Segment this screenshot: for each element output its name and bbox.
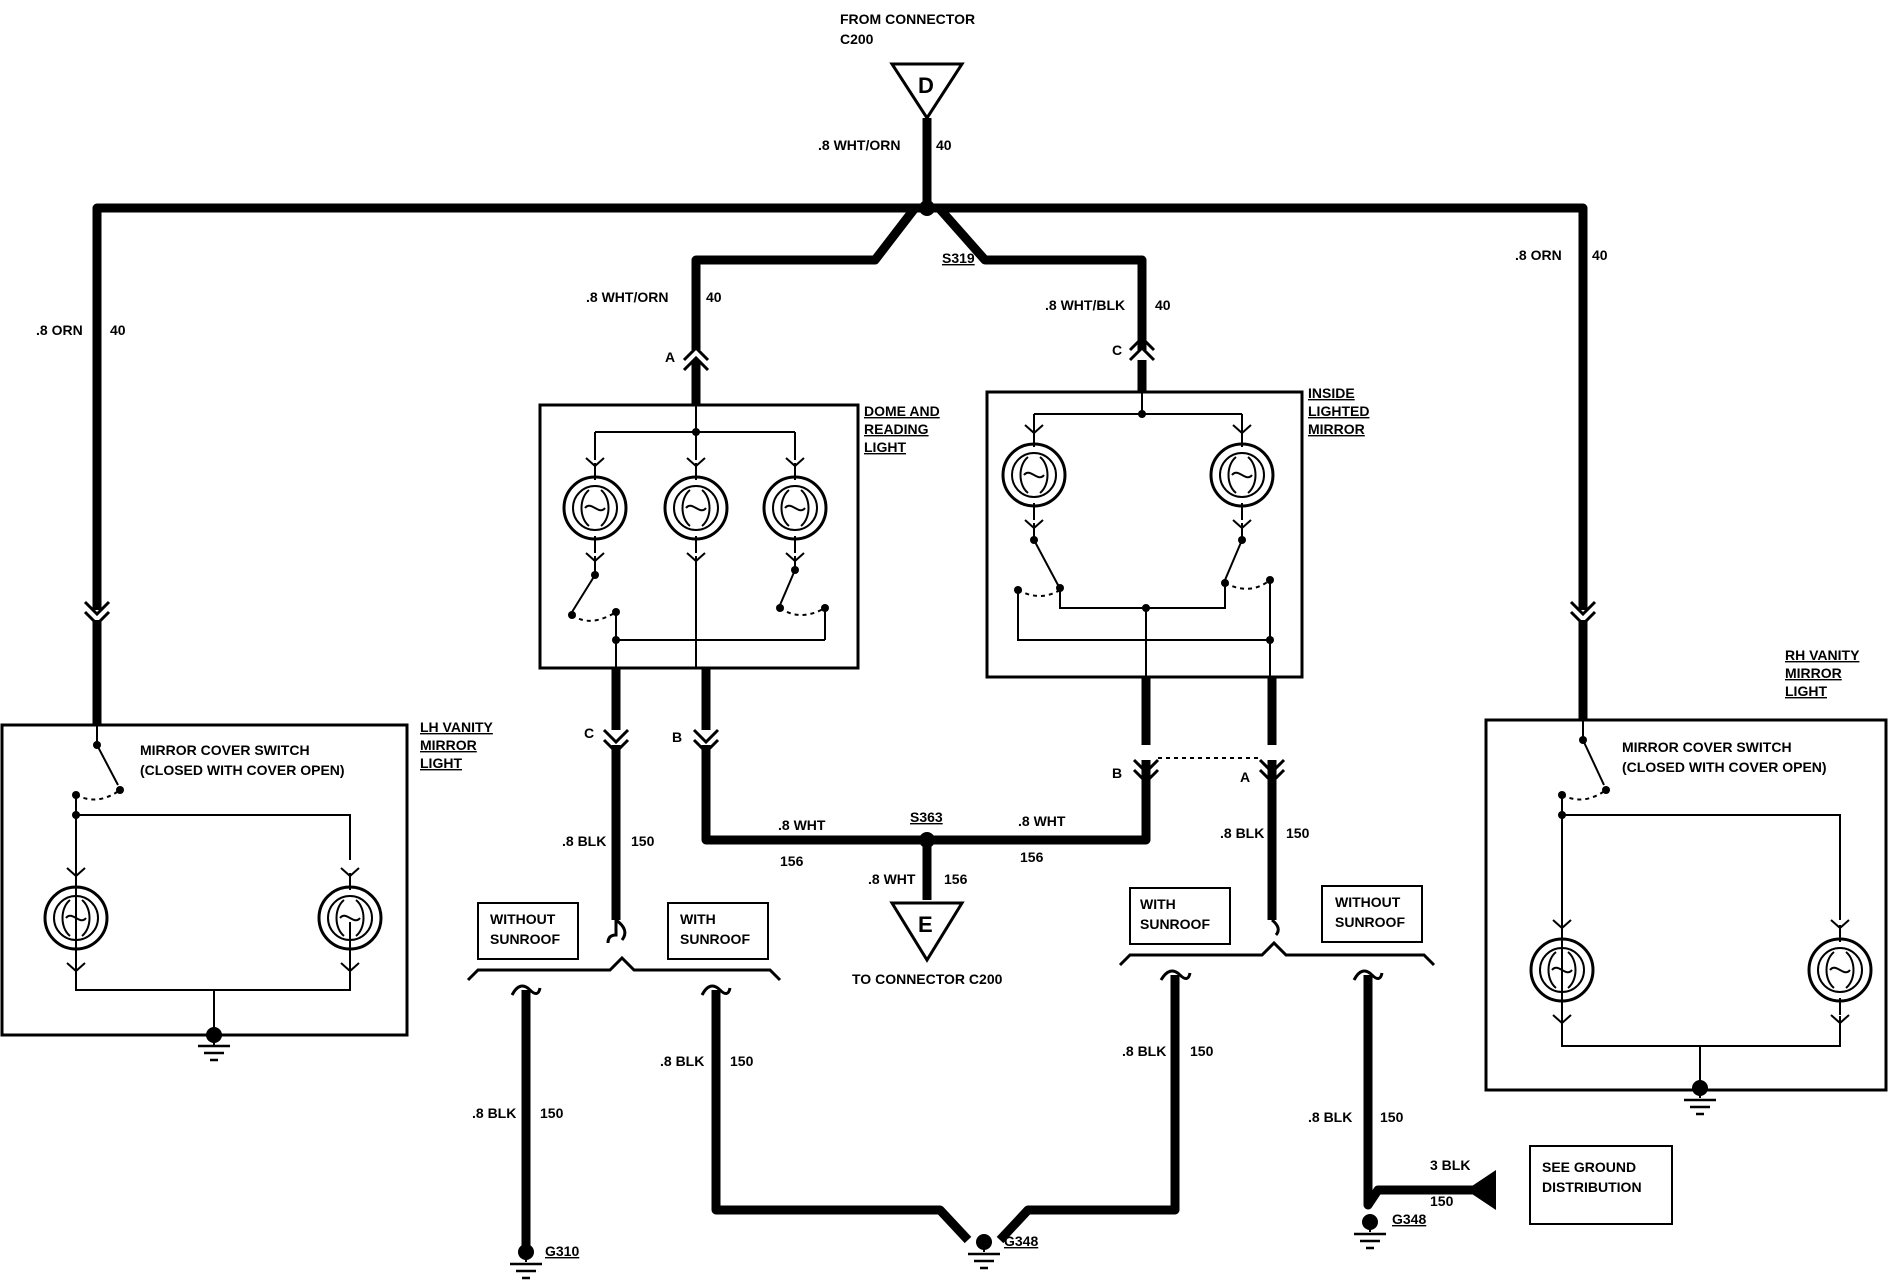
- circuit-40-mirror: 40: [1155, 297, 1171, 313]
- circuit-150-mirror: 150: [1286, 825, 1310, 841]
- ground-dist-2: DISTRIBUTION: [1542, 1179, 1642, 1195]
- wire-label-blk-g348b: .8 BLK: [1122, 1043, 1166, 1059]
- wire-label-feed: .8 WHT/ORN: [818, 137, 900, 153]
- dome-label-1: DOME AND: [864, 403, 940, 419]
- opt-with-r2: SUNROOF: [1140, 916, 1210, 932]
- wire-label-mirror-feed: .8 WHT/BLK: [1045, 297, 1125, 313]
- wire-label-blk-dome: .8 BLK: [562, 833, 606, 849]
- pin-c-mirror: C: [1112, 342, 1122, 358]
- pin-c-dome: C: [584, 725, 594, 741]
- circuit-150-dome: 150: [631, 833, 655, 849]
- svg-text:C200: C200: [840, 31, 874, 47]
- lh-label-2: MIRROR: [420, 737, 477, 753]
- circuit-156-right: 156: [1020, 849, 1044, 865]
- inside-lighted-mirror: [985, 390, 1304, 679]
- dest-connector-e: E TO CONNECTOR C200: [852, 901, 1003, 987]
- ground-g348-center: G348: [1004, 1233, 1038, 1249]
- pin-b-dome: B: [672, 729, 682, 745]
- wire-label-lh-feed: .8 ORN: [36, 322, 83, 338]
- source-connector-d: FROM CONNECTOR C200 D: [840, 11, 975, 121]
- mirror-label-1: INSIDE: [1308, 385, 1355, 401]
- circuit-40-dome: 40: [706, 289, 722, 305]
- circuit-150-g348b: 150: [1190, 1043, 1214, 1059]
- wire-label-wht-left: .8 WHT: [778, 817, 826, 833]
- dome-label-3: LIGHT: [864, 439, 906, 455]
- wire-label-blk-g310: .8 BLK: [472, 1105, 516, 1121]
- rh-vanity-mirror-light: [1484, 718, 1888, 1116]
- wire-label-blk-mirror: .8 BLK: [1220, 825, 1264, 841]
- lh-label-1: LH VANITY: [420, 719, 494, 735]
- wire-label-dome-feed: .8 WHT/ORN: [586, 289, 668, 305]
- splice-s319-label: S319: [942, 250, 975, 266]
- lh-label-3: LIGHT: [420, 755, 462, 771]
- wire-label-rh-feed: .8 ORN: [1515, 247, 1562, 263]
- sunroof-options-right: [1118, 885, 1673, 1250]
- feed-connector-marks: [83, 335, 1597, 627]
- circuit-150-g348c: 150: [1380, 1109, 1404, 1125]
- circuit-156-left: 156: [780, 853, 804, 869]
- feed-wires: [92, 118, 1588, 725]
- circuit-150-g348a: 150: [730, 1053, 754, 1069]
- wire-label-blk-g348a: .8 BLK: [660, 1053, 704, 1069]
- wire-label-3blk: 3 BLK: [1430, 1157, 1470, 1173]
- pin-a-mirror: A: [1240, 769, 1250, 785]
- opt-without-r2: SUNROOF: [1335, 914, 1405, 930]
- wire-label-blk-g348c: .8 BLK: [1308, 1109, 1352, 1125]
- opt-with-r1: WITH: [1140, 896, 1176, 912]
- svg-text:TO CONNECTOR C200: TO CONNECTOR C200: [852, 971, 1003, 987]
- mirror-label-3: MIRROR: [1308, 421, 1365, 437]
- ground-g310: G310: [545, 1243, 579, 1259]
- circuit-40-rh: 40: [1592, 247, 1608, 263]
- wire-label-wht-down: .8 WHT: [868, 871, 916, 887]
- ground-g348-right: G348: [1392, 1211, 1426, 1227]
- circuit-156-down: 156: [944, 871, 968, 887]
- circuit-150-g310: 150: [540, 1105, 564, 1121]
- dome-reading-light: [538, 403, 860, 670]
- opt-with-1: WITH: [680, 911, 716, 927]
- mirror-label-2: LIGHTED: [1308, 403, 1369, 419]
- lh-switch-label-1: MIRROR COVER SWITCH: [140, 742, 310, 758]
- opt-without-1: WITHOUT: [490, 911, 556, 927]
- opt-without-r1: WITHOUT: [1335, 894, 1401, 910]
- rh-label-1: RH VANITY: [1785, 647, 1860, 663]
- rh-switch-label-1: MIRROR COVER SWITCH: [1622, 739, 1792, 755]
- splice-s363-label: S363: [910, 809, 943, 825]
- wire-label-wht-right: .8 WHT: [1018, 813, 1066, 829]
- lh-vanity-mirror-light: [0, 723, 409, 1062]
- rh-switch-label-2: (CLOSED WITH COVER OPEN): [1622, 759, 1827, 775]
- lh-switch-label-2: (CLOSED WITH COVER OPEN): [140, 762, 345, 778]
- rh-label-3: LIGHT: [1785, 683, 1827, 699]
- svg-text:FROM CONNECTOR: FROM CONNECTOR: [840, 11, 975, 27]
- sunroof-options-left: [466, 902, 1180, 1280]
- pin-b-mirror: B: [1112, 765, 1122, 781]
- dome-label-2: READING: [864, 421, 929, 437]
- opt-with-2: SUNROOF: [680, 931, 750, 947]
- lower-wires: [602, 668, 1286, 920]
- svg-text:E: E: [918, 912, 933, 937]
- pin-a-dome: A: [665, 349, 675, 365]
- circuit-150-3blk: 150: [1430, 1193, 1454, 1209]
- opt-without-2: SUNROOF: [490, 931, 560, 947]
- svg-text:D: D: [918, 73, 934, 98]
- circuit-40-lh: 40: [110, 322, 126, 338]
- circuit-40-feed: 40: [936, 137, 952, 153]
- rh-label-2: MIRROR: [1785, 665, 1842, 681]
- ground-dist-1: SEE GROUND: [1542, 1159, 1636, 1175]
